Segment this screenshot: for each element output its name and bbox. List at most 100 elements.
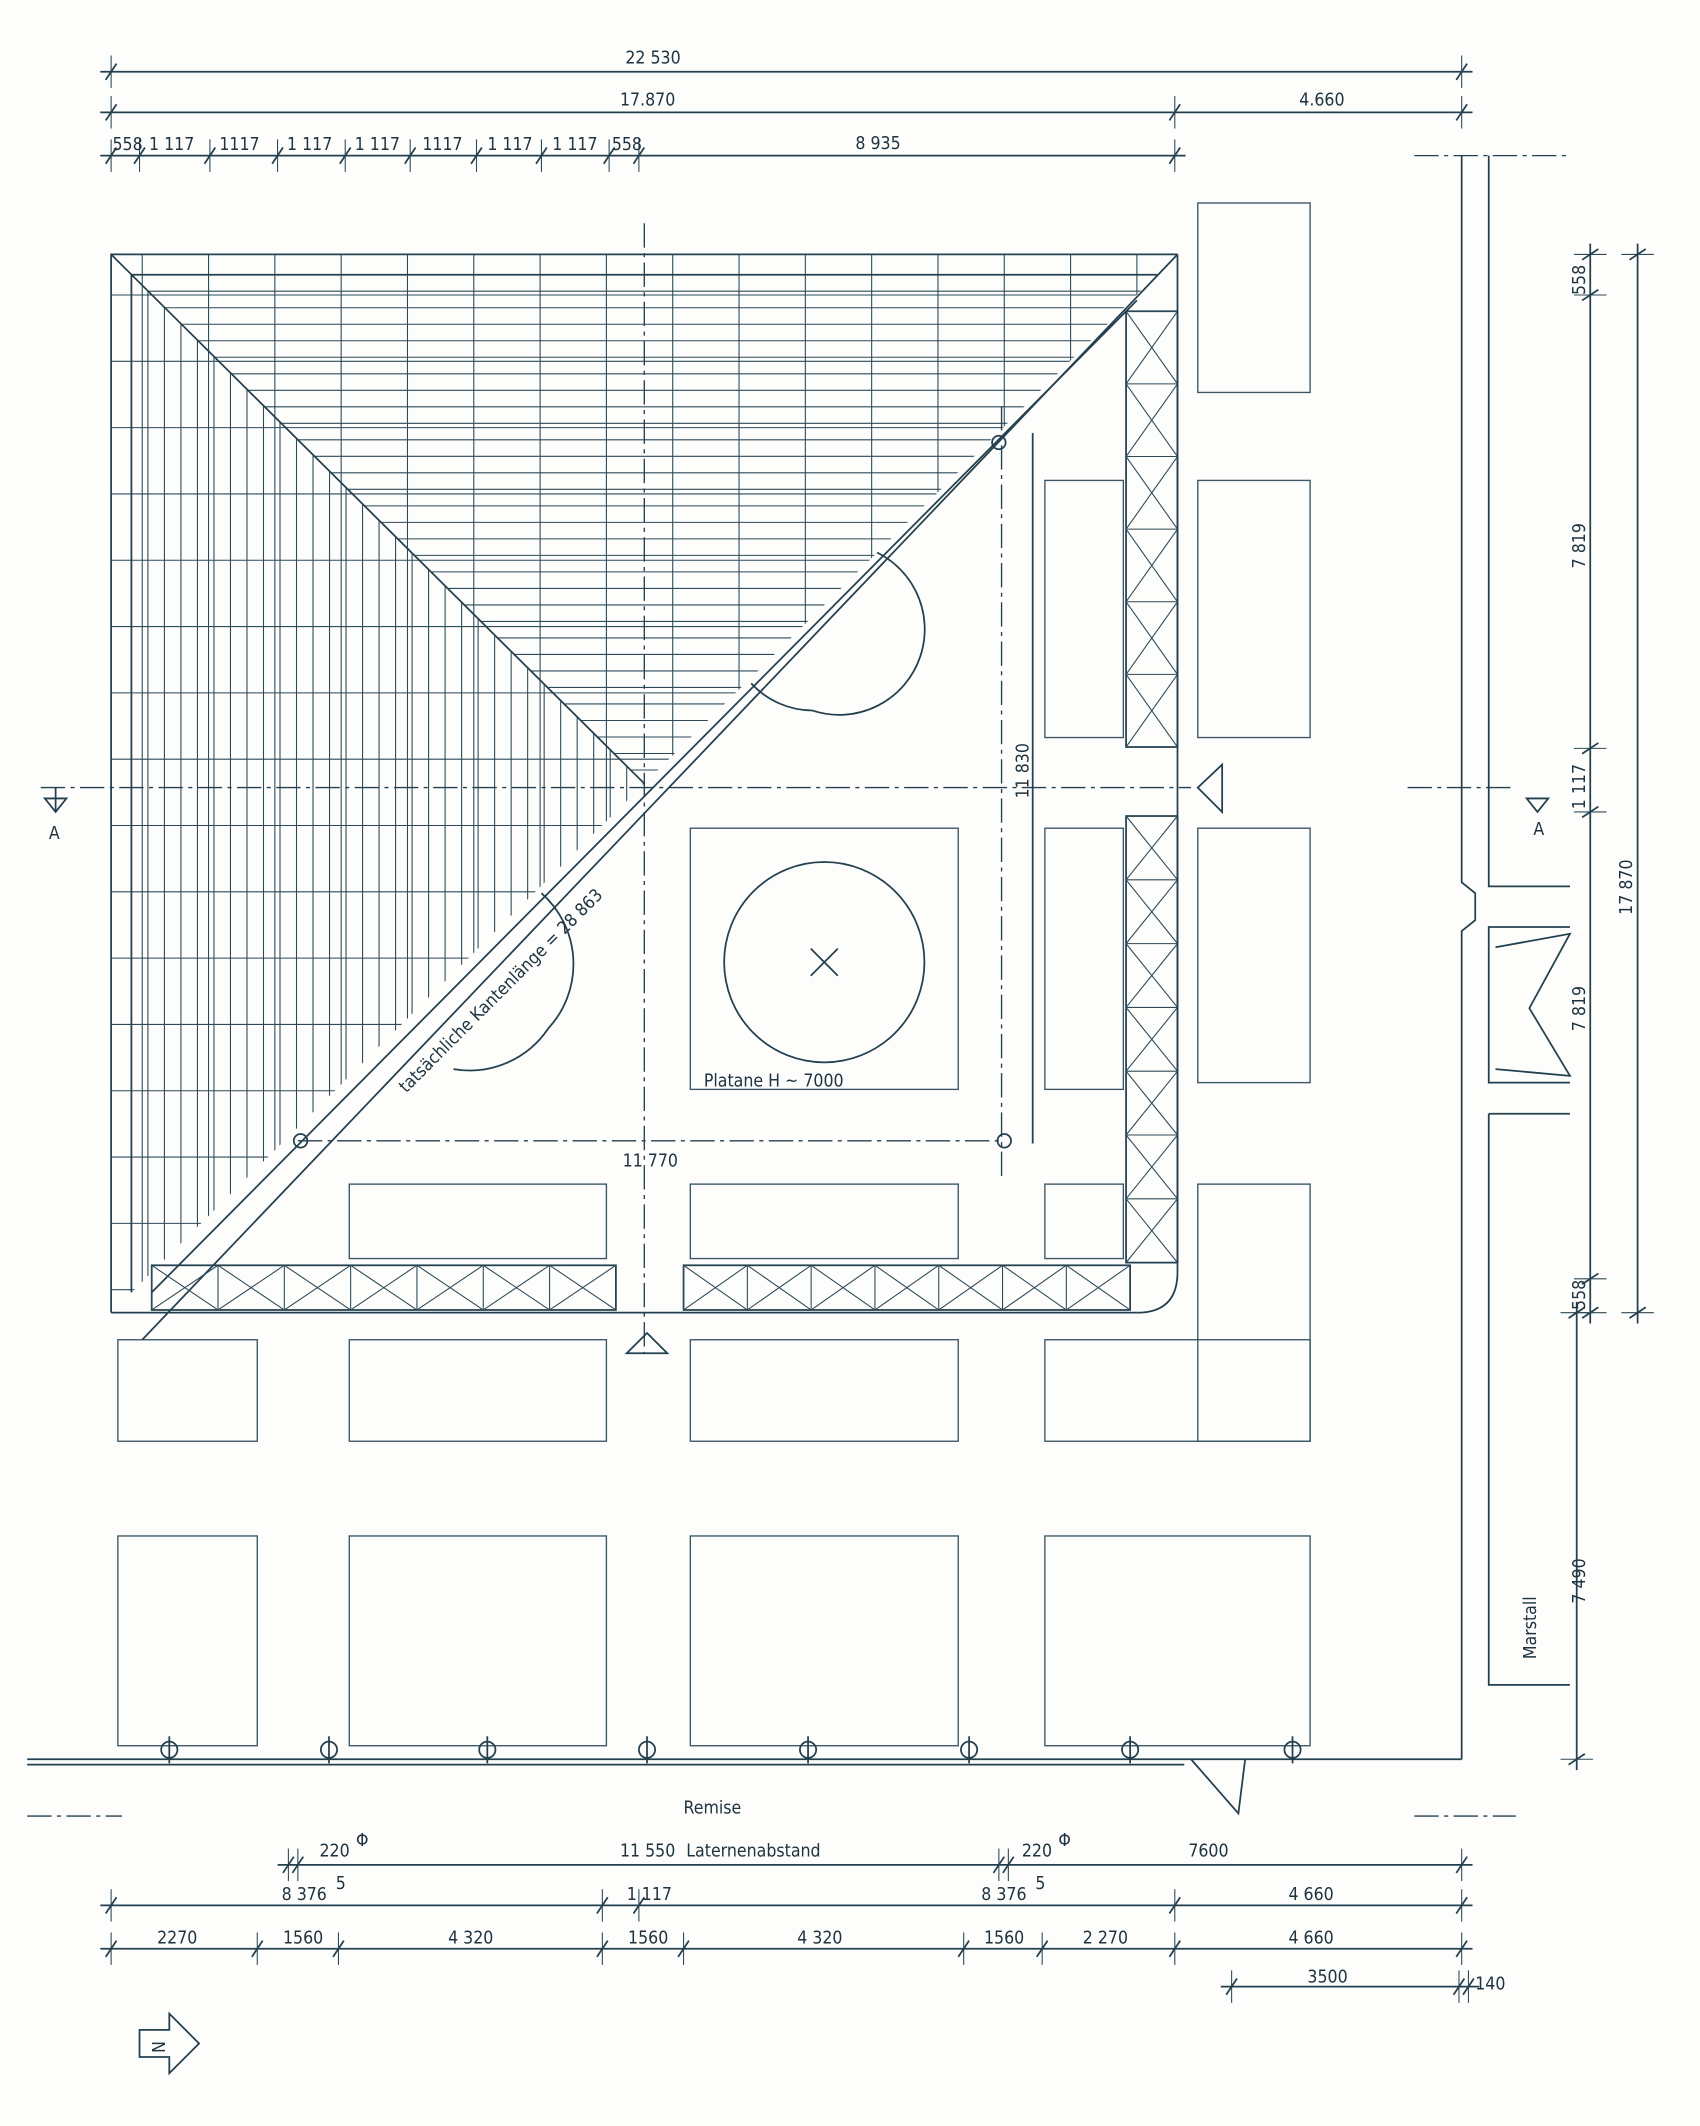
dim-middle: 1 117 bbox=[1570, 764, 1590, 809]
truss-brace bbox=[482, 1264, 550, 1311]
dimension-tick bbox=[1168, 103, 1181, 121]
dimension-tick bbox=[602, 147, 616, 165]
dim-overall: 22 530 bbox=[625, 49, 680, 69]
dimension-tick bbox=[291, 1856, 305, 1874]
dimension-tick bbox=[1168, 147, 1181, 165]
dim-half-module-b: 558 bbox=[612, 135, 642, 155]
roof-corner bbox=[1136, 1272, 1179, 1314]
dimension-tick bbox=[203, 147, 217, 165]
view-triangle-right bbox=[1196, 762, 1224, 815]
building-walls bbox=[27, 154, 1572, 1817]
dim-seg: 1560 bbox=[628, 1928, 668, 1948]
truss-brace bbox=[1125, 1070, 1178, 1136]
dim-wall-3500: 3500 bbox=[1307, 1968, 1347, 1988]
diameter-sign: Φ bbox=[1058, 1831, 1070, 1851]
dimension-tick bbox=[404, 147, 417, 165]
dimension-tick bbox=[677, 1940, 690, 1958]
dim-seg: 4 320 bbox=[448, 1928, 493, 1948]
dim-4660-a: 4 660 bbox=[1288, 1885, 1333, 1905]
dimension-tick bbox=[957, 1940, 970, 1958]
dim-seg: 4 320 bbox=[797, 1928, 842, 1948]
dim-8376-mid-sup: 5 bbox=[1035, 1874, 1045, 1894]
dimension-tick bbox=[1455, 1940, 1468, 1958]
dim-module: 1 117 bbox=[355, 135, 400, 155]
dim-total: 17 870 bbox=[1617, 859, 1637, 914]
dim-module: 1 117 bbox=[487, 135, 532, 155]
dim-seg: 2 270 bbox=[1083, 1928, 1128, 1948]
street-lamps bbox=[160, 1736, 1302, 1764]
garden-bed bbox=[689, 1535, 959, 1747]
truss-brace bbox=[1125, 383, 1178, 457]
dim-top-edge: 558 bbox=[1570, 265, 1590, 295]
dim-module: 1 117 bbox=[552, 135, 597, 155]
garden-bed bbox=[117, 1535, 258, 1747]
dimension-tick bbox=[1581, 248, 1599, 261]
section-mark-left: A bbox=[49, 824, 60, 844]
dim-8376-mid: 8 376 bbox=[981, 1885, 1026, 1905]
dim-seg: 1560 bbox=[984, 1928, 1024, 1948]
north-label: N bbox=[150, 2041, 170, 2053]
column-marker bbox=[292, 1133, 309, 1149]
dimension-tick bbox=[271, 147, 284, 165]
column-marker bbox=[996, 1133, 1012, 1149]
dim-roof: 17.870 bbox=[620, 91, 675, 111]
dim-module: 1117 bbox=[422, 135, 462, 155]
truss-brace bbox=[1125, 1134, 1178, 1200]
wall-outer bbox=[1460, 155, 1477, 1760]
garden-bed bbox=[348, 1339, 608, 1442]
dimension-tick bbox=[1581, 288, 1599, 302]
truss-brace bbox=[938, 1264, 1003, 1311]
dimension-tick bbox=[1629, 248, 1647, 261]
section-mark-right: A bbox=[1533, 820, 1544, 840]
garden-bed bbox=[117, 1339, 258, 1442]
dimension-tick bbox=[251, 1940, 264, 1958]
truss-brace bbox=[284, 1264, 351, 1311]
truss-brace bbox=[1125, 601, 1178, 675]
garden-bed bbox=[1044, 1183, 1125, 1260]
dim-seg: 1560 bbox=[283, 1928, 323, 1948]
dim-module: 1117 bbox=[219, 135, 259, 155]
truss-brace bbox=[1066, 1264, 1131, 1311]
dimension-tick bbox=[470, 147, 483, 165]
dimension-tick bbox=[1455, 63, 1468, 81]
dimension-tick bbox=[1629, 1306, 1647, 1319]
dim-marstall: 7 490 bbox=[1570, 1558, 1590, 1603]
dim-lower: 7 819 bbox=[1570, 986, 1590, 1031]
column-marker bbox=[991, 434, 1007, 451]
label-marstall: Marstall bbox=[1521, 1596, 1541, 1659]
truss-brace bbox=[747, 1264, 812, 1311]
dimension-tick bbox=[104, 147, 118, 165]
garden-bed bbox=[689, 1183, 959, 1260]
truss-brace bbox=[1125, 674, 1178, 748]
dim-half-module-a: 558 bbox=[112, 135, 142, 155]
dimension-tick bbox=[1036, 1940, 1049, 1958]
truss-brace bbox=[1125, 1198, 1178, 1263]
dimension-tick bbox=[1568, 1753, 1586, 1766]
garden-bed bbox=[1044, 827, 1125, 1091]
dimension-tick bbox=[1581, 1272, 1599, 1285]
dim-width: 11 770 bbox=[623, 1152, 678, 1172]
dim-height: 11 830 bbox=[1014, 743, 1034, 798]
garden-bed bbox=[1044, 1535, 1311, 1747]
gate-opening bbox=[1495, 932, 1572, 1077]
dimension-tick bbox=[1581, 805, 1599, 819]
garden-bed bbox=[689, 827, 959, 1091]
truss-brace bbox=[1125, 310, 1178, 385]
dimension-tick bbox=[1455, 1896, 1468, 1915]
truss-brace bbox=[1125, 879, 1178, 944]
garden-bed bbox=[1044, 479, 1125, 739]
dimension-tick bbox=[535, 147, 548, 165]
dimension-tick bbox=[104, 1896, 118, 1915]
garden-bed bbox=[348, 1535, 608, 1747]
tree-canopy bbox=[723, 861, 926, 1064]
dimension-tick bbox=[1168, 1896, 1181, 1915]
truss-brace bbox=[1125, 528, 1178, 603]
dimension-tick bbox=[1455, 1856, 1468, 1874]
dimension-tick bbox=[1455, 103, 1468, 121]
north-arrow-icon bbox=[138, 2011, 201, 2076]
dim-wall-140: 140 bbox=[1475, 1974, 1505, 1994]
garden-bed bbox=[1197, 827, 1311, 1084]
dim-half-roof: 8 935 bbox=[855, 134, 900, 154]
dimension-tick bbox=[596, 1940, 609, 1958]
